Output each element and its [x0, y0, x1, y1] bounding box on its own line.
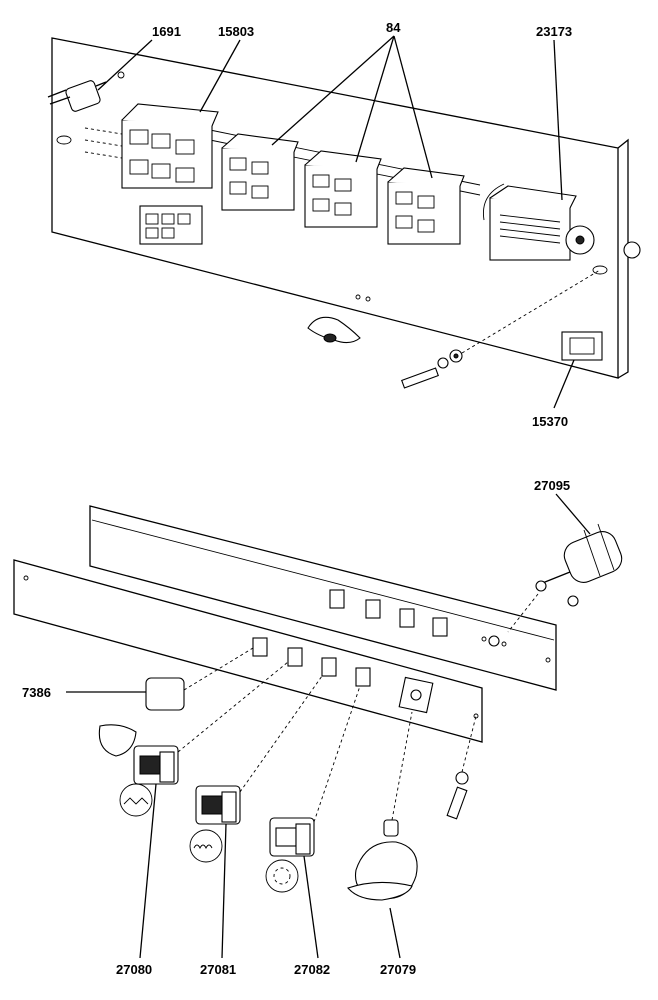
auxiliary-contact-block	[139, 205, 203, 245]
label-84: 84	[386, 20, 401, 35]
label-15370: 15370	[532, 414, 568, 429]
label-27081: 27081	[200, 962, 236, 977]
control-knob-27079	[347, 711, 418, 901]
connector-plug-1691	[47, 71, 125, 112]
label-23173: 23173	[536, 24, 572, 39]
label-7386: 7386	[22, 685, 51, 700]
contactor-84-c	[387, 167, 465, 245]
lens-film	[98, 724, 137, 757]
label-1691: 1691	[152, 24, 181, 39]
cover-cap-7386	[145, 647, 254, 711]
rotary-switch-27095	[507, 523, 623, 633]
contactor-84-b	[304, 150, 382, 228]
timer-programmer-23173	[482, 183, 641, 261]
contactor-15803	[84, 103, 219, 189]
rocker-switch-27081	[189, 675, 323, 863]
contactor-84-a	[221, 133, 299, 211]
rear-control-panel	[89, 505, 557, 691]
label-15803: 15803	[218, 24, 254, 39]
socket-15370	[561, 331, 603, 361]
rocker-switch-27082	[265, 685, 361, 893]
label-27080: 27080	[116, 962, 152, 977]
label-27079: 27079	[380, 962, 416, 977]
label-27082: 27082	[294, 962, 330, 977]
screw-and-washers	[401, 269, 601, 389]
label-27095: 27095	[534, 478, 570, 493]
leader-lines	[66, 35, 591, 959]
cable-clip	[307, 316, 361, 344]
panel-screw	[446, 715, 477, 820]
